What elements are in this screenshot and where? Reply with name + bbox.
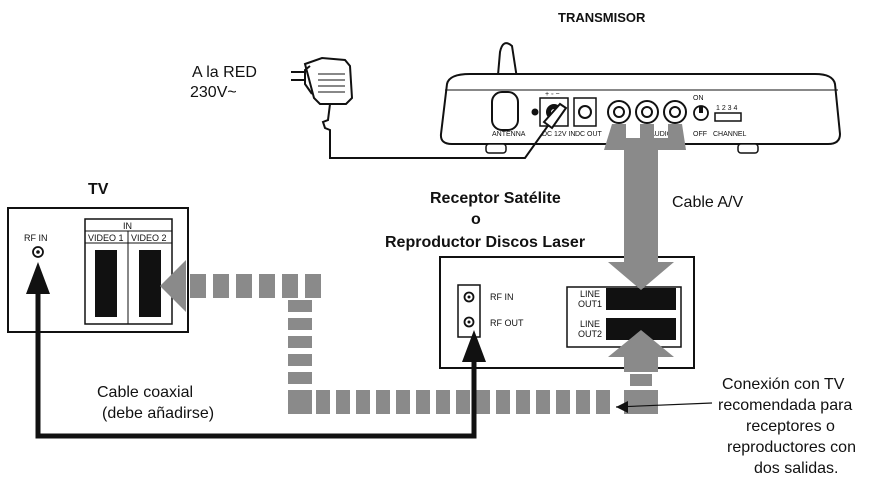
transmitter-title: TRANSMISOR: [558, 10, 646, 25]
tv-video1-label: VIDEO 1: [88, 233, 124, 243]
av-cable-arrow: [604, 124, 686, 290]
mains-line2: 230V~: [190, 84, 237, 101]
tv-title: TV: [88, 181, 109, 198]
svg-text:+ ◦ −: + ◦ −: [545, 91, 560, 98]
antenna-label: ANTENNA: [492, 131, 526, 138]
receiver-title-line1: Receptor Satélite: [430, 190, 561, 207]
av-cable: Cable A/V: [604, 124, 743, 372]
adapter-icon: [303, 56, 354, 105]
receiver-title-line2: o: [471, 211, 481, 228]
receiver-rf-arrowhead: [462, 330, 486, 362]
note-line-5: dos salidas.: [754, 460, 839, 477]
tv-rf-arrowhead: [26, 262, 50, 294]
recommended-dashed-path: [160, 260, 658, 414]
coaxial-cable: Cable coaxial (debe añadirse): [26, 262, 486, 439]
channel-numbers: 1 2 3 4: [716, 105, 738, 112]
line-out1-connector: [606, 288, 676, 310]
line-out2-label-b: OUT2: [578, 329, 602, 339]
video-jack: [607, 100, 631, 124]
note-line-3: receptores o: [746, 418, 835, 435]
receiver-rf-out-label: RF OUT: [490, 318, 524, 328]
note-line-1: Conexión con TV: [722, 376, 845, 393]
channel-selector: [714, 112, 742, 122]
video2-arrowhead: [160, 260, 186, 312]
note-line-2: recomendada para: [718, 397, 852, 414]
tv-in-header: IN: [123, 221, 132, 231]
tv-video1-connector: [95, 250, 117, 317]
note-line-4: reproductores con: [727, 439, 856, 456]
channel-label: CHANNEL: [713, 131, 747, 138]
receiver-title-line3: Reproductor Discos Laser: [385, 234, 585, 251]
power-cable: [321, 103, 553, 159]
line-out2-label-a: LINE: [580, 319, 600, 329]
tv-video2-label: VIDEO 2: [131, 233, 167, 243]
audio-left-jack: [635, 100, 659, 124]
receiver-rf-in-label: RF IN: [490, 292, 514, 302]
coax-label-line1: Cable coaxial: [97, 384, 193, 401]
tv: TV RF IN IN VIDEO 1 VIDEO 2: [7, 181, 189, 333]
mains-line1: A la RED: [192, 64, 257, 81]
dc-out-label: DC OUT: [575, 131, 603, 138]
tv-video2-connector: [139, 250, 161, 317]
coaxial-cable-line: [35, 270, 477, 439]
tv-rf-in-label: RF IN: [24, 233, 48, 243]
line-out2-connector: [606, 318, 676, 340]
line-out1-label-b: OUT1: [578, 299, 602, 309]
dc-out-jack: [578, 105, 592, 119]
power-adapter: A la RED 230V~: [190, 56, 568, 159]
audio-right-jack: [663, 100, 687, 124]
switch-off-label: OFF: [693, 131, 707, 138]
av-cable-label: Cable A/V: [672, 194, 743, 211]
line-out1-label-a: LINE: [580, 289, 600, 299]
audio-label: AUDIO: [650, 131, 673, 138]
switch-on-label: ON: [693, 95, 704, 102]
line-out2-up-arrow: [608, 330, 674, 372]
dc-in-label: DC 12V IN: [542, 131, 575, 138]
recommendation-note: Conexión con TV recomendada para recepto…: [615, 376, 856, 477]
coax-label-line2: (debe añadirse): [102, 405, 214, 422]
